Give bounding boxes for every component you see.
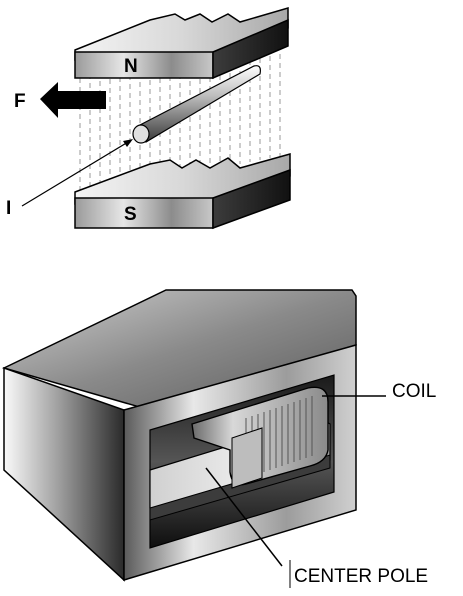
coil-callout: COIL [322, 381, 436, 402]
top-figure: N F S I [6, 7, 291, 230]
current-pointer: I [6, 139, 133, 219]
center-pole-callout: CENTER POLE [205, 467, 428, 588]
center-pole-label: CENTER POLE [294, 566, 428, 587]
bottom-figure: COIL CENTER POLE [1, 289, 436, 588]
south-label: S [124, 204, 137, 225]
current-label: I [6, 198, 11, 219]
north-magnet: N [74, 7, 289, 80]
conductor-rod [132, 65, 261, 144]
force-label: F [14, 91, 26, 112]
north-label: N [124, 56, 138, 77]
coil [191, 386, 329, 489]
south-magnet: S [74, 153, 291, 230]
coil-label: COIL [392, 381, 436, 402]
force-arrow: F [14, 82, 106, 118]
